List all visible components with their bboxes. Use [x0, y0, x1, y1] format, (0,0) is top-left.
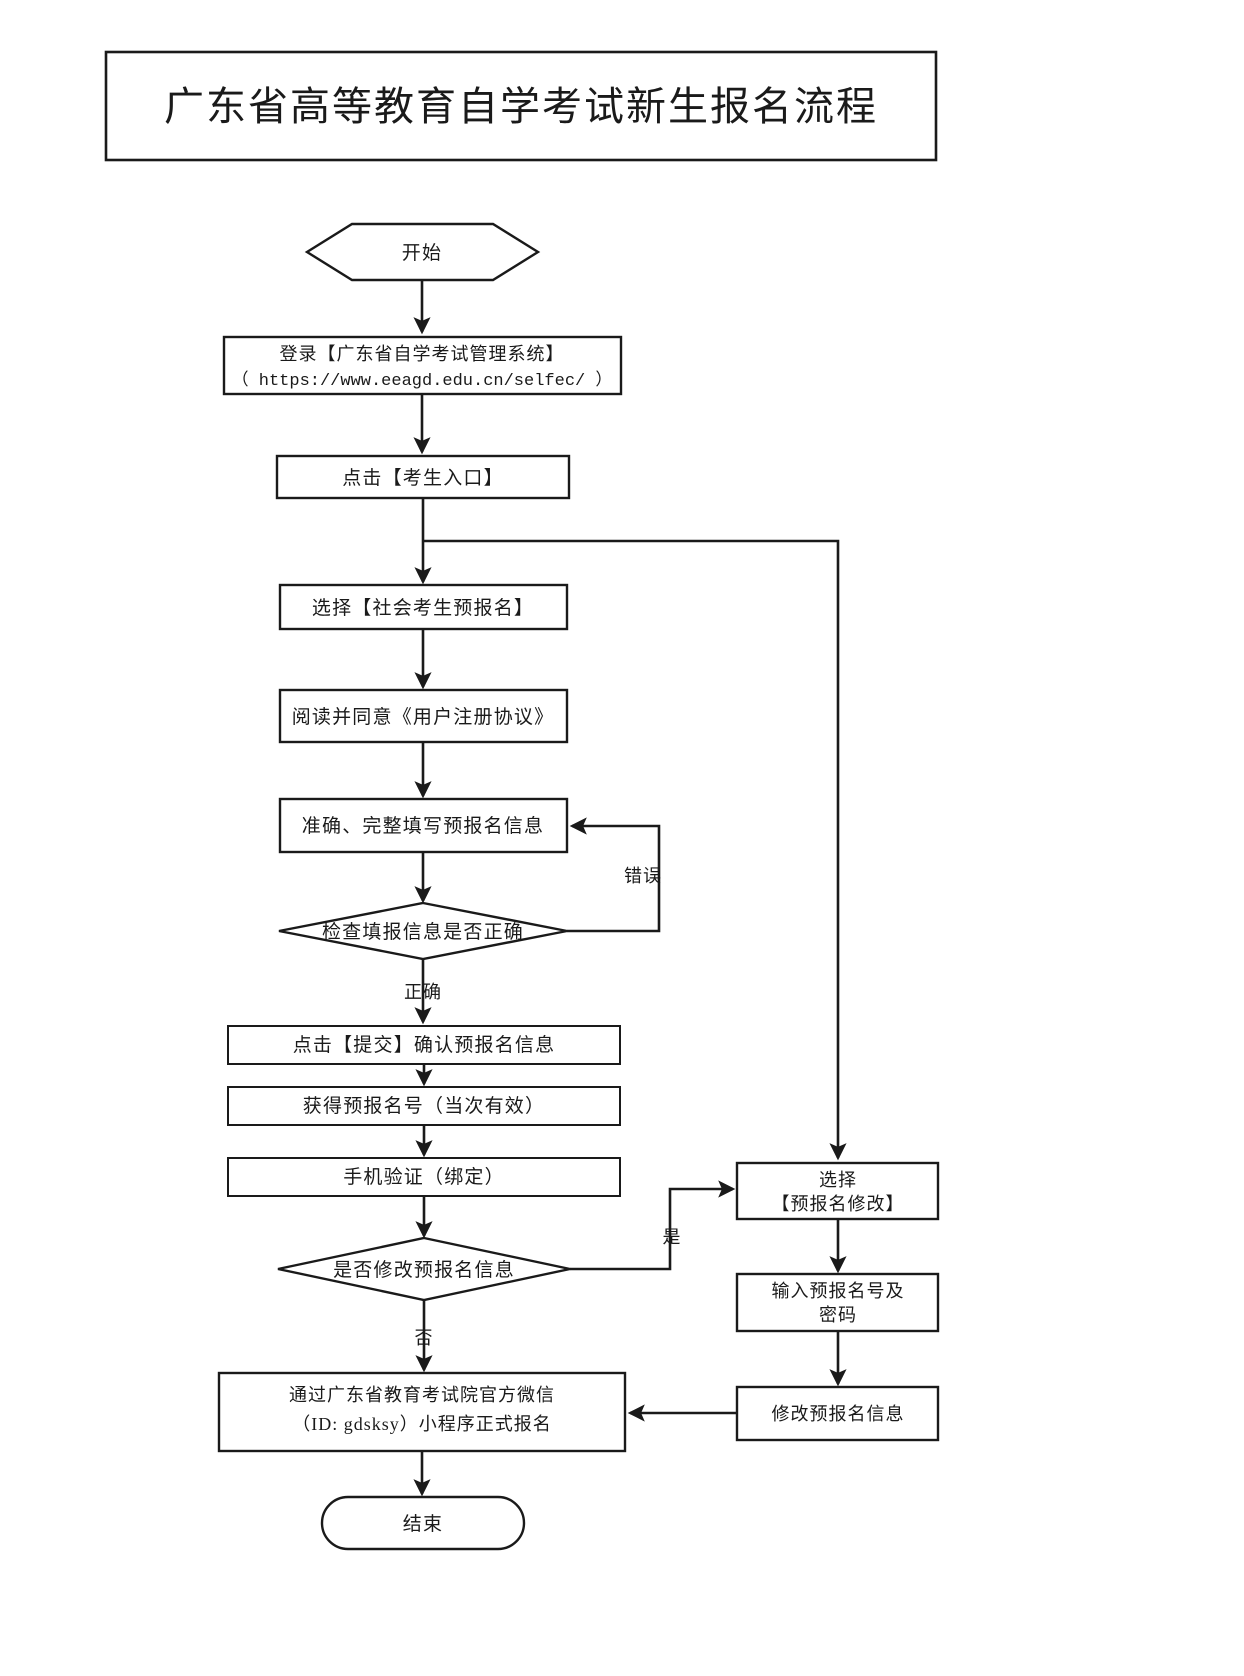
- read-agreement-box-shape: [278, 688, 569, 744]
- check-info-label: 检查填报信息是否正确: [322, 921, 524, 943]
- edge-label-no: 否: [415, 1328, 434, 1348]
- fill-info-label: 准确、完整填写预报名信息: [302, 815, 544, 837]
- start-node-shape: [304, 222, 541, 282]
- edge-decision-yes: [570, 1180, 736, 1271]
- edge-label-correct: 正确: [404, 982, 442, 1002]
- choose-modify-line1: 选择: [819, 1170, 857, 1190]
- edge-entry-to-modify-branch: [423, 539, 847, 1161]
- login-box-shape: [222, 335, 623, 396]
- phone-verify-label: 手机验证（绑定）: [343, 1166, 505, 1188]
- edge-label-yes: 是: [663, 1227, 682, 1247]
- modify-info-label: 修改预报名信息: [772, 1404, 905, 1424]
- edge-label-error: 错误: [624, 866, 662, 886]
- wechat-line2: （ID: gdsksy）小程序正式报名: [292, 1414, 552, 1434]
- choose-preregister-label: 选择【社会考生预报名】: [312, 597, 534, 619]
- edge-check-error-loop: [567, 817, 661, 933]
- end-node-shape: [320, 1495, 526, 1551]
- read-agreement-label: 阅读并同意《用户注册协议》: [292, 706, 555, 728]
- title-box: [104, 50, 938, 162]
- modify-info-box-shape: [735, 1385, 940, 1442]
- input-number-line1: 输入预报名号及: [772, 1281, 905, 1301]
- get-number-label: 获得预报名号（当次有效）: [303, 1095, 545, 1117]
- get-number-box-shape: [227, 1086, 621, 1126]
- fill-info-box-shape: [278, 797, 569, 854]
- modify-decision-label: 是否修改预报名信息: [333, 1259, 515, 1281]
- login-box-line1: 登录【广东省自学考试管理系统】: [280, 344, 565, 364]
- login-box-line2: （ https://www.eeagd.edu.cn/selfec/ ）: [232, 370, 613, 391]
- start-node-label: 开始: [402, 242, 442, 264]
- phone-verify-box-shape: [227, 1157, 621, 1197]
- choose-preregister-box-shape: [278, 583, 569, 631]
- input-number-line2: 密码: [819, 1305, 857, 1325]
- choose-modify-line2: 【预报名修改】: [772, 1194, 905, 1214]
- page-title: 广东省高等教育自学考试新生报名流程: [164, 84, 878, 129]
- end-node-label: 结束: [403, 1513, 443, 1535]
- wechat-box-shape: [217, 1371, 627, 1453]
- input-number-box-shape: [735, 1272, 940, 1333]
- wechat-line1: 通过广东省教育考试院官方微信: [289, 1385, 555, 1405]
- click-entry-label: 点击【考生入口】: [342, 467, 504, 489]
- submit-confirm-label: 点击【提交】确认预报名信息: [293, 1034, 556, 1056]
